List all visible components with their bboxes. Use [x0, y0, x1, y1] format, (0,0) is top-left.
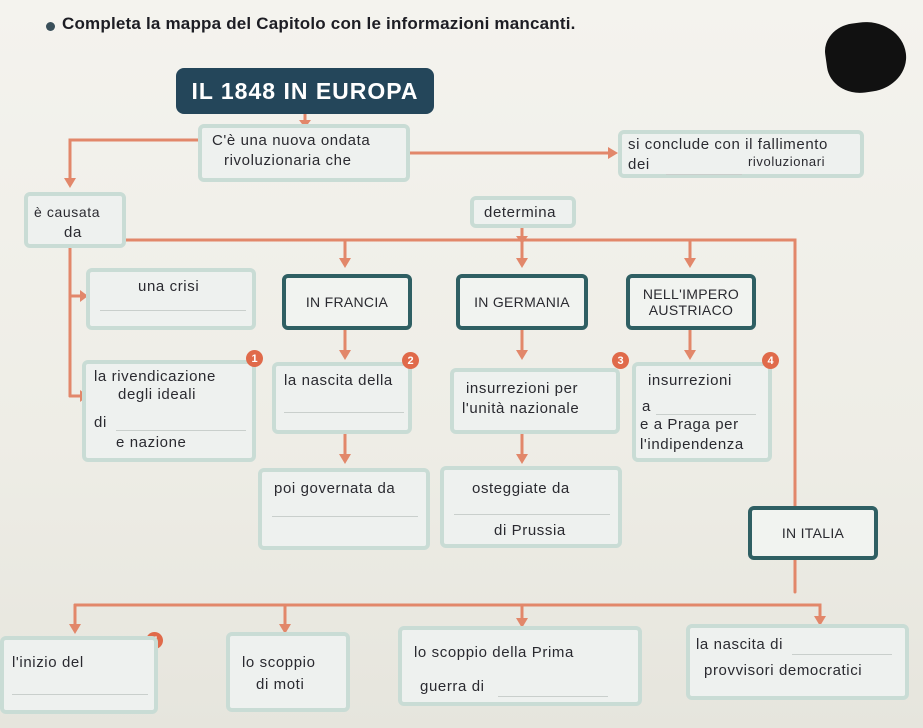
badge-1: 1 [246, 350, 263, 367]
node-causata: è causata da [24, 192, 126, 248]
node-text: di [94, 414, 107, 431]
node-text: IN ITALIA [781, 525, 845, 541]
node-text: da [64, 224, 82, 241]
node-text: rivoluzionaria che [224, 152, 352, 169]
blank-line[interactable] [284, 412, 404, 413]
badge-2: 2 [402, 352, 419, 369]
blank-line[interactable] [454, 514, 610, 515]
node-rivendicazione: la rivendicazione degli ideali di e nazi… [82, 360, 256, 462]
node-text: degli ideali [118, 386, 197, 403]
node-text: IN GERMANIA [474, 294, 570, 310]
node-insurrezioni: insurrezioni a e a Praga per l'indipende… [632, 362, 772, 462]
node-text: provvisori democratici [704, 662, 863, 679]
map-title: IL 1848 IN EUROPA [176, 68, 434, 114]
node-text: è causata [34, 204, 101, 220]
node-text: NELL'IMPERO [642, 286, 740, 302]
node-francia: IN FRANCIA [282, 274, 412, 330]
node-text: lo scoppio [242, 654, 316, 671]
node-text: AUSTRIACO [648, 302, 734, 318]
node-impero-austriaco: NELL'IMPERO AUSTRIACO [626, 274, 756, 330]
node-nascita-della: la nascita della [272, 362, 412, 434]
node-text: IN FRANCIA [305, 294, 389, 310]
node-crisi: una crisi [86, 268, 256, 330]
node-text: e nazione [116, 434, 187, 451]
node-text: e a Praga per [640, 416, 739, 433]
node-governata: poi governata da [258, 468, 430, 550]
node-text: la nascita di [696, 636, 784, 653]
blank-line[interactable] [116, 430, 246, 431]
node-osteggiate: osteggiate da di Prussia [440, 466, 622, 548]
blank-line[interactable] [792, 654, 892, 655]
node-text: lo scoppio della Prima [414, 644, 574, 661]
node-text: la rivendicazione [94, 368, 216, 385]
node-text: osteggiate da [472, 480, 570, 497]
node-text: a [642, 398, 651, 415]
node-text: determina [484, 204, 557, 221]
blank-line[interactable] [666, 174, 742, 175]
instruction-text: Completa la mappa del Capitolo con le in… [62, 14, 576, 33]
bullet-icon [46, 22, 55, 31]
node-determina: determina [470, 196, 576, 228]
node-italia: IN ITALIA [748, 506, 878, 560]
node-text: poi governata da [274, 480, 396, 497]
node-text: la nascita della [284, 372, 393, 389]
node-text: l'indipendenza [640, 436, 744, 453]
node-text: insurrezioni per [466, 380, 579, 397]
node-text: rivoluzionari [748, 154, 826, 169]
node-nascita-provvisori: la nascita di provvisori democratici [686, 624, 909, 700]
blank-line[interactable] [656, 414, 756, 415]
node-fallimento: si conclude con il fallimento dei rivolu… [618, 130, 864, 178]
node-text: di Prussia [494, 522, 566, 539]
node-text: insurrezioni [648, 372, 732, 389]
node-text: guerra di [420, 678, 485, 695]
node-scoppio-moti: lo scoppio di moti [226, 632, 350, 712]
badge-3: 3 [612, 352, 629, 369]
node-text: dei [628, 156, 650, 173]
blank-line[interactable] [498, 696, 608, 697]
blank-line[interactable] [12, 694, 148, 695]
node-text: l'inizio del [12, 654, 84, 671]
node-inizio: l'inizio del [0, 636, 158, 714]
node-nuova-ondata: C'è una nuova ondata rivoluzionaria che [198, 124, 410, 182]
node-text: si conclude con il fallimento [628, 136, 828, 153]
node-text: di moti [256, 676, 305, 693]
node-text: l'unità nazionale [462, 400, 580, 417]
badge-4: 4 [762, 352, 779, 369]
node-scoppio-guerra: lo scoppio della Prima guerra di [398, 626, 642, 706]
node-text: una crisi [138, 278, 200, 295]
node-germania: IN GERMANIA [456, 274, 588, 330]
node-text: C'è una nuova ondata [212, 132, 371, 149]
blank-line[interactable] [272, 516, 418, 517]
blank-line[interactable] [100, 310, 246, 311]
node-insurrezioni-per: insurrezioni per l'unità nazionale [450, 368, 620, 434]
